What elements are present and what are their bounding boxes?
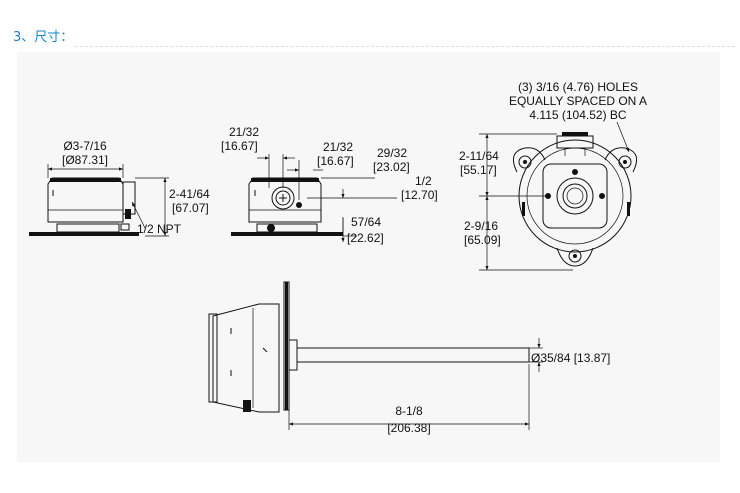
- holes-note-line-2: EQUALLY SPACED ON A: [509, 94, 647, 108]
- front-port-size: 1/2 NPT: [137, 222, 182, 236]
- top-lower-mm: [65.09]: [464, 233, 501, 247]
- top-view-body: [512, 132, 638, 267]
- side-dim-d-mm: [12.70]: [401, 188, 438, 202]
- probe-view-body: [208, 281, 530, 413]
- front-height-in: 2-41/64: [169, 187, 210, 201]
- dimension-drawing-panel: Ø3-7/16 [Ø87.31] 2-41/64 [67.07] 1/2 NPT: [17, 52, 720, 462]
- probe-length-in: 8-1/8: [395, 404, 423, 418]
- dimension-drawing: Ø3-7/16 [Ø87.31] 2-41/64 [67.07] 1/2 NPT: [29, 80, 647, 435]
- side-dim-b-mm: [16.67]: [317, 154, 354, 168]
- top-upper-in: 2-11/64: [459, 149, 499, 163]
- page-heading: 3、尺寸：: [13, 30, 74, 45]
- front-height-mm: [67.07]: [172, 201, 209, 215]
- probe-length-mm: [206.38]: [387, 421, 430, 435]
- holes-note-line-1: (3) 3/16 (4.76) HOLES: [518, 80, 638, 94]
- front-width-mm: [Ø87.31]: [62, 153, 108, 167]
- side-dim-c-in: 29/32: [377, 146, 407, 160]
- top-view: (3) 3/16 (4.76) HOLES EQUALLY SPACED ON …: [459, 80, 647, 271]
- front-view-body: [29, 177, 139, 236]
- heading-divider: [75, 46, 735, 47]
- probe-view: Ø35/84 [13.87] 8-1/8 [206.38]: [208, 281, 610, 435]
- top-lower-in: 2-9/16: [464, 219, 498, 233]
- side-dim-e-in: 57/64: [351, 215, 381, 229]
- side-view: 21/32 [16.67] 21/32 [16.67] 29/32 [23.02…: [221, 125, 438, 245]
- side-dim-a-in: 21/32: [229, 125, 259, 139]
- side-view-body: [231, 177, 343, 236]
- probe-diameter: Ø35/84 [13.87]: [531, 351, 610, 365]
- holes-note-line-3: 4.115 (104.52) BC: [529, 108, 627, 122]
- side-dim-b-in: 21/32: [323, 140, 353, 154]
- top-upper-mm: [55.17]: [460, 163, 497, 177]
- side-dim-c-mm: [23.02]: [373, 160, 410, 174]
- side-dim-e-mm: [22.62]: [347, 231, 384, 245]
- side-dim-d-in: 1/2: [415, 174, 432, 188]
- front-width-in: Ø3-7/16: [63, 139, 107, 153]
- side-dim-a-mm: [16.67]: [221, 139, 258, 153]
- front-view: Ø3-7/16 [Ø87.31] 2-41/64 [67.07] 1/2 NPT: [29, 139, 210, 237]
